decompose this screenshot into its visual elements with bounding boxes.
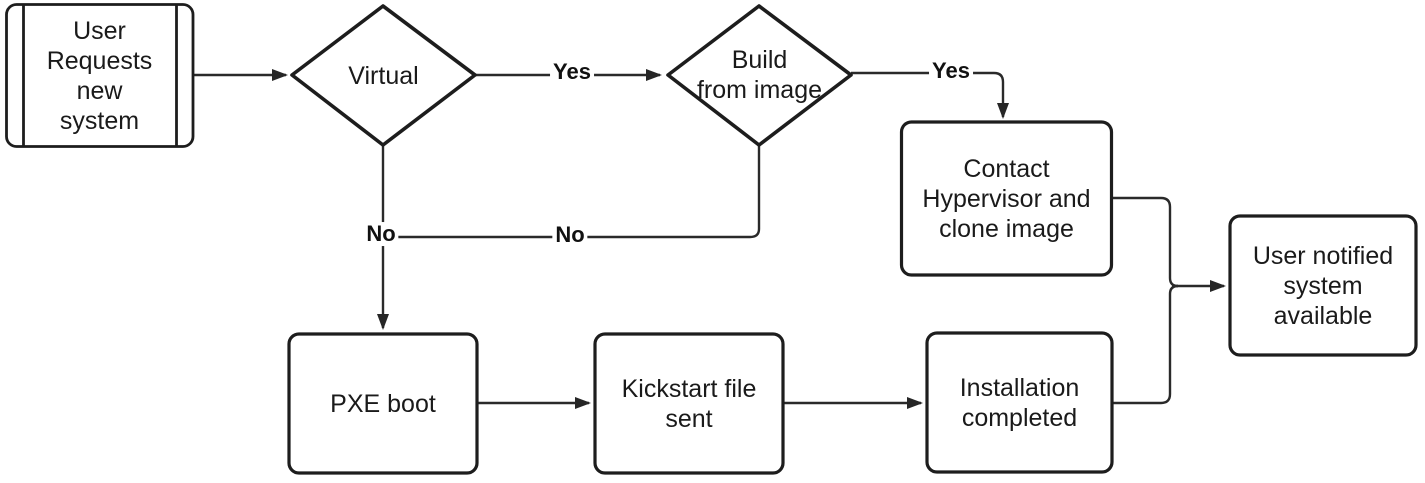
edge-installation-to-junction (1112, 284, 1179, 405)
build-from-image-decision-shape (666, 4, 853, 147)
user-notified-shape (1228, 214, 1418, 357)
installation-completed-shape (925, 331, 1114, 474)
contact-hypervisor-shape (899, 120, 1114, 277)
kickstart-file-sent-shape (593, 332, 785, 475)
virtual-decision-shape (290, 4, 477, 147)
pxe-boot-shape (287, 332, 479, 475)
edge-build-yes-to-contact (851, 71, 1009, 119)
edge-build-no-join (386, 145, 761, 239)
edge-contact-to-junction (1112, 196, 1179, 288)
start-node-shape (5, 3, 195, 148)
